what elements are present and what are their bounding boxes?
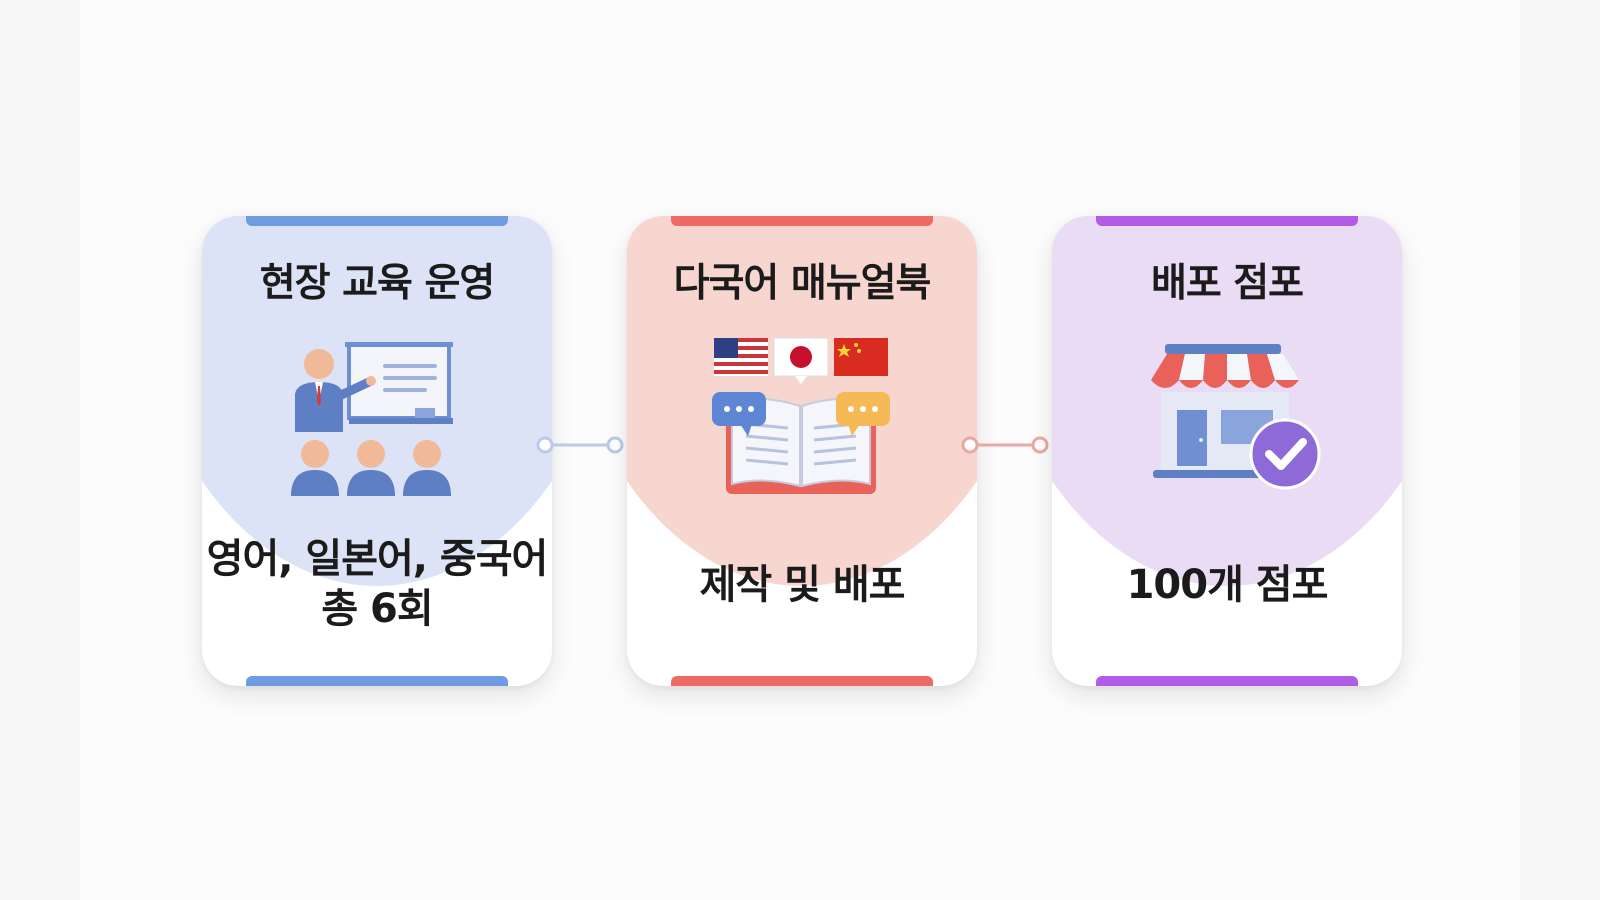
card-training: 현장 교육 운영 영어, 일본어, 중국어 총 6회 bbox=[202, 216, 552, 686]
card-stores: 배포 점포 100개 점포 bbox=[1052, 216, 1402, 686]
card-bottom-accent-bar bbox=[671, 676, 933, 686]
card-top-accent-bar bbox=[246, 216, 508, 226]
card-body-line1: 100개 점포 bbox=[1126, 562, 1329, 608]
card-top-accent-bar bbox=[671, 216, 933, 226]
china-flag-icon bbox=[834, 338, 888, 376]
card-bottom-accent-bar bbox=[246, 676, 508, 686]
card-top-accent-bar bbox=[1096, 216, 1358, 226]
card-header-tint bbox=[627, 216, 977, 586]
card-body-line1: 영어, 일본어, 중국어 bbox=[206, 536, 549, 582]
card-bottom-accent-bar bbox=[1096, 676, 1358, 686]
card-body-line2: 총 6회 bbox=[321, 586, 433, 632]
card-body-line1: 제작 및 배포 bbox=[699, 562, 906, 608]
connector-line-2 bbox=[961, 436, 1049, 454]
card-manual: 다국어 매뉴얼북 bbox=[627, 216, 977, 686]
multilingual-manual-book-icon bbox=[702, 336, 902, 506]
card-title: 다국어 매뉴얼북 bbox=[673, 261, 932, 306]
connector-line-1 bbox=[536, 436, 624, 454]
card-title: 배포 점포 bbox=[1150, 261, 1304, 306]
classroom-presentation-icon bbox=[277, 336, 477, 506]
japan-flag-icon bbox=[773, 337, 829, 384]
card-title: 현장 교육 운영 bbox=[259, 261, 495, 306]
us-flag-icon bbox=[714, 338, 768, 376]
store-check-icon bbox=[1127, 336, 1327, 506]
